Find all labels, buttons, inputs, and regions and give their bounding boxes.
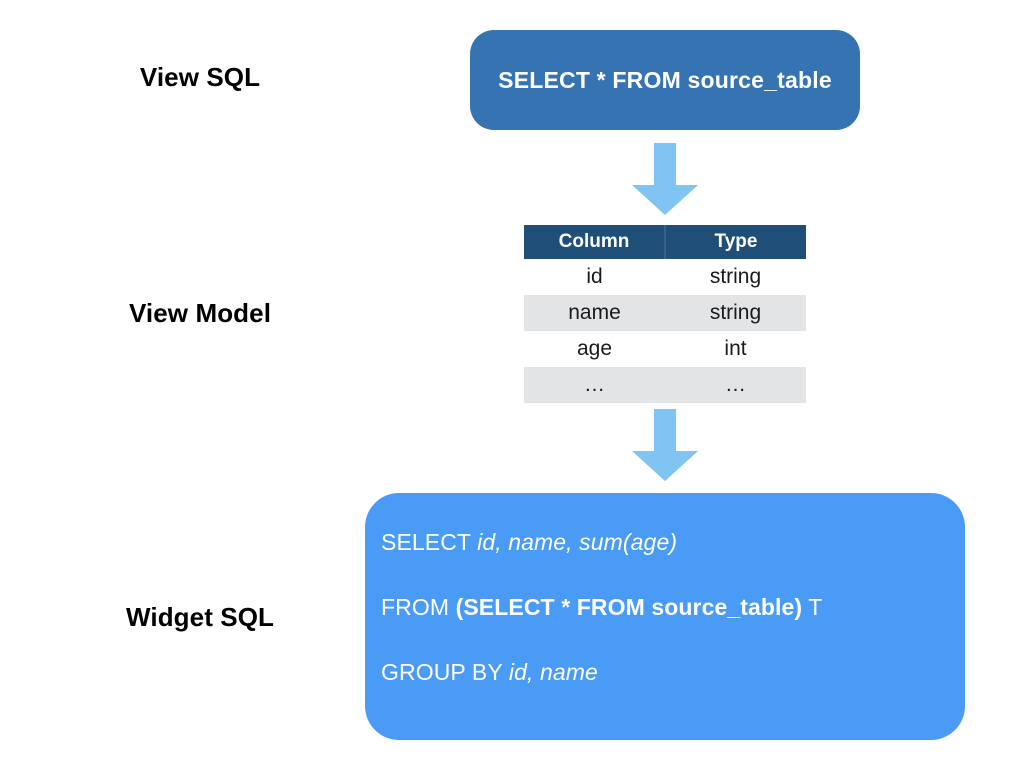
table-cell-column: … [524,367,665,403]
table-header-row: Column Type [524,225,806,259]
table-cell-type: int [665,331,806,367]
widget-sql-box: SELECT id, name, sum(age) FROM (SELECT *… [365,493,965,740]
row-label-view-model: View Model [128,298,272,328]
table-cell-column: name [524,295,665,331]
widget-sql-keyword-select: SELECT [381,529,478,555]
widget-sql-group-by-columns: id, name [508,659,598,685]
table-row: id string [524,259,806,295]
table-row: name string [524,295,806,331]
widget-sql-select-columns: id, name, sum(age) [477,529,678,555]
view-model-table: Column Type id string name string age in… [524,225,806,403]
table-cell-type: … [665,367,806,403]
row-label-view-sql: View SQL [139,62,261,92]
widget-sql-keyword-from: FROM [381,594,456,620]
table-header-column: Column [524,225,666,259]
table-header-type: Type [665,225,806,259]
widget-sql-line-from: FROM (SELECT * FROM source_table) T [381,596,965,619]
arrow-down-icon-view-model-to-widget-sql [630,409,700,481]
widget-sql-line-select: SELECT id, name, sum(age) [381,531,965,554]
table-row: age int [524,331,806,367]
widget-sql-subquery: (SELECT * FROM source_table) [455,594,803,620]
table-cell-type: string [665,295,806,331]
table-cell-column: age [524,331,665,367]
arrow-down-icon-view-sql-to-view-model [630,143,700,215]
widget-sql-alias: T [802,594,823,620]
widget-sql-keyword-group-by: GROUP BY [381,659,509,685]
view-sql-box: SELECT * FROM source_table [470,30,860,130]
widget-sql-line-group-by: GROUP BY id, name [381,661,965,684]
view-sql-text: SELECT * FROM source_table [498,66,832,93]
table-cell-column: id [524,259,665,295]
table-row: … … [524,367,806,403]
table-cell-type: string [665,259,806,295]
row-label-widget-sql: Widget SQL [125,602,275,632]
